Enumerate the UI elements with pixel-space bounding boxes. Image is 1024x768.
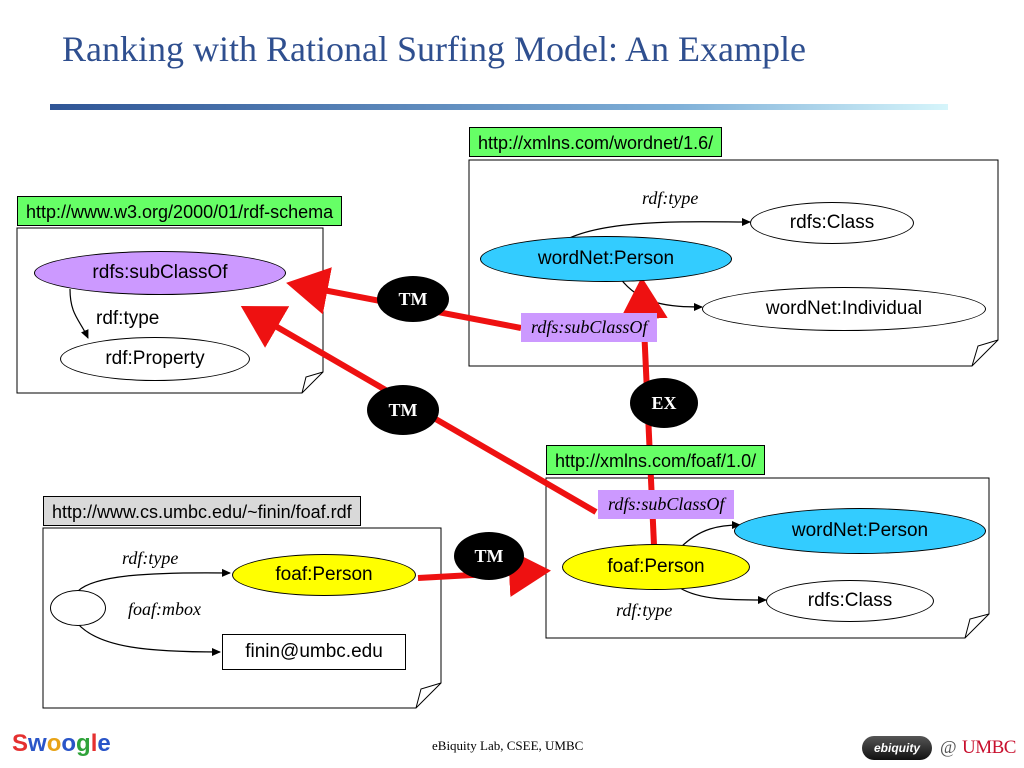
node-wordnet-individual: wordNet:Individual [702,287,986,331]
node-rdf-property: rdf:Property [60,337,250,381]
edge-wn-individual [619,277,703,311]
ebiquity-logo-text: ebiquity [873,741,920,755]
umbc-logo[interactable]: UMBC [962,737,1016,758]
badge-tm-finin: TM [454,532,524,580]
label-foaf-rdf-type: rdf:type [616,600,673,620]
label-rdfs-rdf-type: rdf:type [96,308,160,329]
node-finin-foaf-person: foaf:Person [232,554,416,596]
edge-finin-type [77,568,231,592]
node-foaf-person: foaf:Person [562,544,750,590]
edge-foaf-class [679,587,767,604]
uri-wordnet[interactable]: http://xmlns.com/wordnet/1.6/ [469,127,723,157]
label-foaf-subclassof: rdfs:subClassOf [598,490,735,519]
label-finin-rdf-type: rdf:type [122,548,179,568]
footer-credit: eBiquity Lab, CSEE, UMBC [432,738,584,753]
ebiquity-logo[interactable]: ebiquity [862,736,932,760]
label-wn-rdf-type: rdf:type [642,188,699,208]
title-underline [50,104,948,110]
swoogle-letter-s: S [12,730,29,757]
badge-tm-foaf: TM [367,385,439,435]
badge-tm-wordnet: TM [377,276,449,322]
label-finin-foaf-mbox: foaf:mbox [128,599,201,619]
node-wn-rdfs-class: rdfs:Class [750,202,914,244]
badge-ex: EX [630,378,698,428]
swoogle-letter-o2: o [61,730,77,757]
edge-finin-mbox [77,623,221,656]
node-finin-blank [50,590,106,626]
swoogle-letter-l: l [90,730,98,757]
edge-rdfs-type [69,288,89,339]
swoogle-letter-o1: o [46,730,62,757]
node-wordnet-person: wordNet:Person [480,236,732,282]
edge-wn-type [559,217,751,244]
uri-foaf[interactable]: http://xmlns.com/foaf/1.0/ [546,445,766,475]
footer-at: @ [940,737,957,757]
node-rdfs-subclassof: rdfs:subClassOf [34,251,286,295]
edge-foaf-wn [679,521,741,549]
uri-finin-foaf[interactable]: http://www.cs.umbc.edu/~finin/foaf.rdf [43,496,361,526]
label-wn-subclassof: rdfs:subClassOf [521,313,658,342]
node-foaf-wordnet-person: wordNet:Person [734,508,986,554]
uri-rdf-schema[interactable]: http://www.w3.org/2000/01/rdf-schema [17,196,343,226]
node-finin-email: finin@umbc.edu [222,634,406,670]
swoogle-logo[interactable]: Swoogle [12,730,111,758]
swoogle-letter-w: w [28,730,47,757]
slide-title: Ranking with Rational Surfing Model: An … [62,29,806,69]
swoogle-letter-g: g [76,730,91,757]
swoogle-letter-e: e [97,730,111,757]
node-foaf-rdfs-class: rdfs:Class [766,580,934,622]
